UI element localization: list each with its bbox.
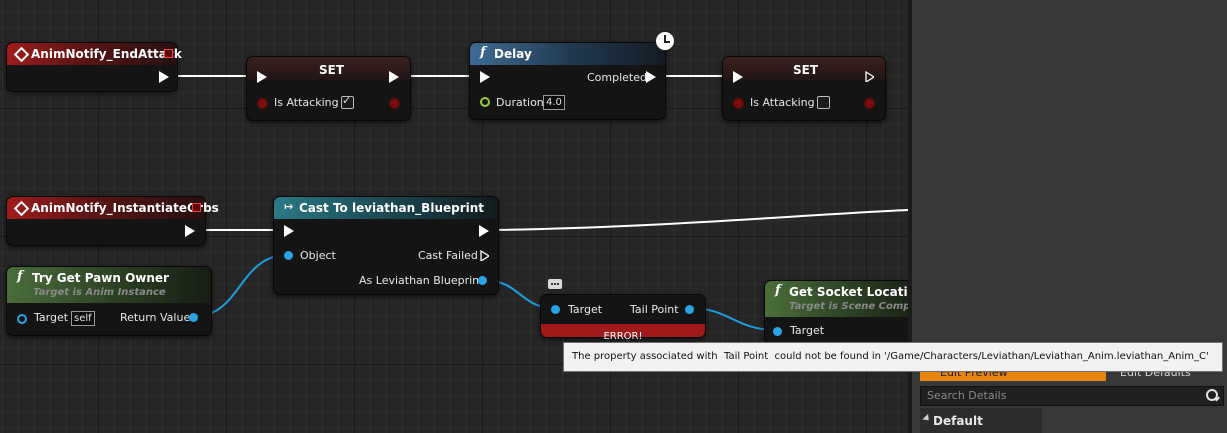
node-title: SET — [319, 63, 345, 77]
node-title: Cast To leviathan_Blueprint — [299, 201, 485, 215]
node-header: f Delay — [470, 43, 665, 65]
try-get-pawn-owner-node[interactable]: f Try Get Pawn Owner Target is Anim Inst… — [6, 266, 212, 336]
collapse-triangle-icon — [922, 413, 932, 424]
target-label: Target — [34, 311, 69, 324]
self-value-field[interactable]: self — [71, 311, 95, 326]
function-f-icon: f — [17, 269, 23, 284]
is-attacking-input-pin[interactable] — [257, 98, 268, 109]
is-attacking-output-pin[interactable] — [389, 98, 400, 109]
is-attacking-checkbox[interactable]: ✓ — [341, 94, 354, 109]
event-diamond-icon — [13, 200, 30, 217]
node-header: f Try Get Pawn Owner Target is Anim Inst… — [7, 267, 211, 303]
object-input-pin[interactable] — [284, 251, 293, 260]
set-node-1[interactable]: SET Is Attacking ✓ — [246, 56, 411, 121]
node-subtitle: Target is Anim Instance — [33, 287, 166, 298]
node-title: Get Socket Location — [789, 285, 925, 299]
exec-output-pin[interactable] — [159, 71, 169, 83]
delegate-pin[interactable] — [192, 203, 201, 212]
delegate-pin[interactable] — [164, 49, 173, 58]
is-attacking-input-pin[interactable] — [733, 98, 744, 109]
node-header: AnimNotify_EndAttack — [7, 43, 182, 65]
set-node-2[interactable]: SET Is Attacking — [722, 56, 886, 121]
target-input-pin[interactable] — [773, 327, 782, 336]
event-node-end-attack[interactable]: AnimNotify_EndAttack — [6, 42, 182, 92]
checkmark-icon: ✓ — [342, 94, 352, 107]
exec-output-pin[interactable] — [865, 71, 874, 82]
event-node-instantiate-orbs[interactable]: AnimNotify_InstantiateOrbs — [6, 196, 219, 246]
exec-input-pin[interactable] — [480, 71, 490, 83]
exec-input-pin[interactable] — [257, 71, 267, 83]
node-title: AnimNotify_InstantiateOrbs — [31, 201, 219, 215]
exec-input-pin[interactable] — [284, 225, 294, 237]
as-leviathan-blueprint-label: As Leviathan Blueprint — [359, 274, 484, 287]
cast-failed-label: Cast Failed — [418, 249, 478, 262]
tail-point-variable-node[interactable]: Target Tail Point ERROR! — [540, 294, 706, 342]
node-header: AnimNotify_InstantiateOrbs — [7, 197, 219, 219]
node-subtitle: Target is Scene Compon — [789, 301, 925, 312]
is-attacking-checkbox[interactable] — [817, 96, 830, 109]
duration-value-field[interactable]: 4.0 — [543, 95, 565, 110]
target-input-pin[interactable] — [551, 305, 560, 314]
completed-exec-pin[interactable] — [646, 71, 656, 83]
delay-node[interactable]: f Delay Completed Duration 4.0 — [469, 31, 675, 120]
search-details-input[interactable]: Search Details — [920, 386, 1224, 406]
target-label: Target — [790, 324, 825, 337]
function-f-icon: f — [480, 45, 486, 60]
node-title: AnimNotify_EndAttack — [31, 47, 182, 61]
node-header: f Get Socket Location Target is Scene Co… — [765, 281, 925, 317]
exec-output-pin[interactable] — [479, 225, 489, 237]
cast-node[interactable]: ↦ Cast To leviathan_Blueprint Object Cas… — [273, 196, 499, 295]
return-value-pin[interactable] — [189, 313, 198, 322]
node-title: Delay — [494, 47, 532, 61]
exec-input-pin[interactable] — [733, 71, 743, 83]
pin-label: Is Attacking — [274, 96, 339, 109]
error-bar: ERROR! — [541, 324, 705, 342]
tooltip-text: The property associated with Tail Point … — [572, 351, 1209, 362]
as-leviathan-blueprint-pin[interactable] — [478, 276, 487, 285]
pin-label: Is Attacking — [750, 96, 815, 109]
function-f-icon: f — [775, 283, 781, 298]
category-default[interactable]: Default — [920, 408, 1042, 433]
exec-wire — [491, 209, 909, 231]
magnifier-icon[interactable] — [1206, 389, 1218, 401]
category-label: Default — [933, 414, 983, 428]
node-header: ↦ Cast To leviathan_Blueprint — [274, 197, 498, 219]
duration-input-pin[interactable] — [480, 97, 490, 107]
exec-output-pin[interactable] — [185, 225, 195, 237]
search-placeholder: Search Details — [927, 389, 1007, 402]
error-label: ERROR! — [603, 331, 643, 342]
clock-icon — [655, 31, 675, 51]
duration-label: Duration — [496, 96, 544, 109]
comment-bubble-icon[interactable] — [548, 279, 562, 289]
target-input-pin[interactable] — [17, 314, 27, 324]
tail-point-output-pin[interactable] — [685, 305, 694, 314]
completed-label: Completed — [587, 71, 647, 84]
target-label: Target — [568, 303, 603, 316]
error-tooltip: The property associated with Tail Point … — [563, 342, 1223, 372]
return-value-label: Return Value — [120, 311, 191, 324]
node-header: SET — [723, 57, 885, 81]
node-title: Try Get Pawn Owner — [32, 271, 169, 285]
cast-failed-exec-pin[interactable] — [480, 250, 489, 261]
is-attacking-output-pin[interactable] — [864, 98, 875, 109]
get-socket-location-node[interactable]: f Get Socket Location Target is Scene Co… — [764, 280, 926, 344]
node-header: SET — [247, 57, 410, 81]
node-title: SET — [793, 63, 819, 77]
cast-arrow-icon: ↦ — [284, 200, 294, 213]
tail-point-label: Tail Point — [630, 303, 679, 316]
event-diamond-icon — [13, 46, 30, 63]
exec-output-pin[interactable] — [389, 71, 399, 83]
object-label: Object — [300, 249, 336, 262]
